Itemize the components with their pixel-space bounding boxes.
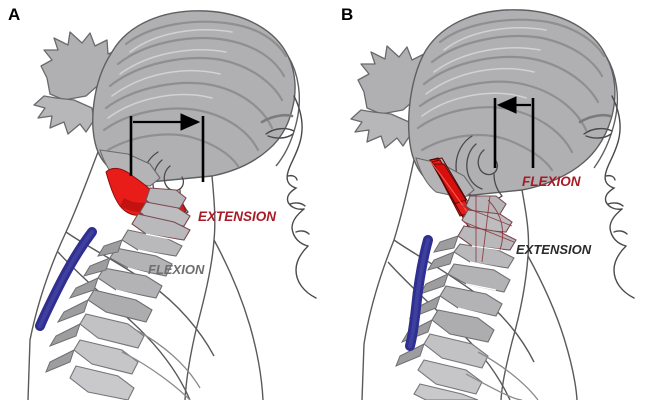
nuchal-ligament-blue	[35, 227, 97, 331]
rib-shoulder-outline	[121, 329, 201, 400]
panel-a-flexion-label: FLEXION	[148, 262, 205, 277]
translation-arrow-group	[129, 113, 205, 182]
head-hair-mass	[33, 10, 301, 183]
face-profile	[578, 95, 635, 299]
head-hair-mass	[350, 9, 619, 197]
face-profile	[260, 95, 317, 299]
panel-b-illustration	[350, 9, 635, 400]
panel-b-extension-label: EXTENSION	[516, 242, 592, 257]
panel-b-flexion-label: FLEXION	[522, 174, 581, 189]
panel-b: B FLEXION EXTENSION	[326, 0, 652, 400]
nuchal-ligament-blue	[405, 235, 433, 351]
panel-b-label: B	[341, 5, 354, 24]
retraction-arrow-group	[493, 96, 535, 168]
panel-a-extension-label: EXTENSION	[198, 209, 277, 224]
panel-a-illustration	[27, 10, 317, 400]
panel-a: A EXTENSION FLEXION	[8, 5, 317, 400]
cervical-vertebrae	[45, 187, 191, 400]
panel-a-label: A	[8, 5, 21, 24]
